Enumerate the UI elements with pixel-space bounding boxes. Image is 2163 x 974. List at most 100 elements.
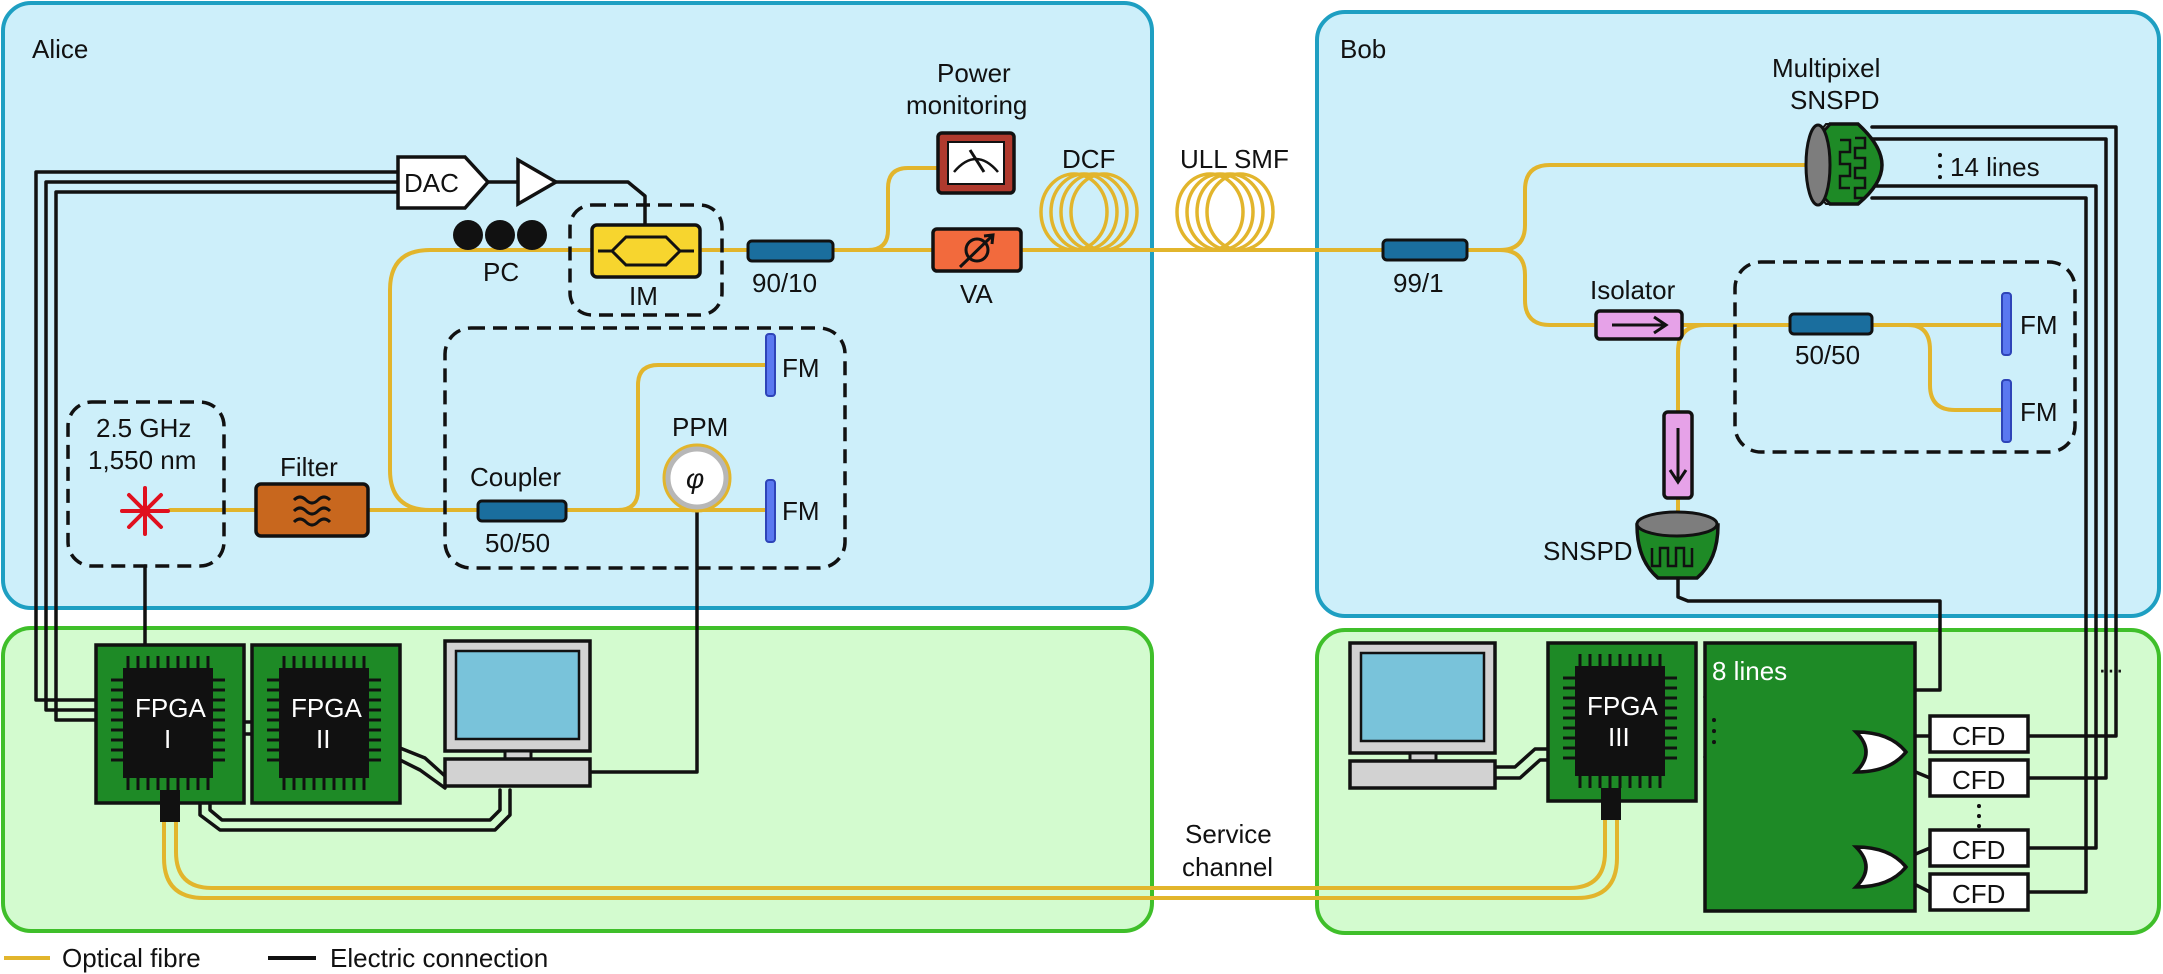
fpga-1-label-line1: FPGA	[135, 693, 206, 723]
dac-label: DAC	[404, 168, 459, 198]
fpga-2-label-line2: II	[316, 724, 330, 754]
fm-top-label: FM	[2020, 310, 2058, 340]
or-gate-icon	[1851, 730, 1909, 774]
multipixel-line	[1870, 196, 2088, 894]
arrow-right-icon	[1612, 315, 1669, 335]
fpga1-computer-line	[198, 788, 512, 832]
fpga-2: FPGA II	[250, 643, 402, 805]
ppm-label: PPM	[672, 412, 728, 442]
splitter-99-1-label: 99/1	[1393, 268, 1444, 298]
fm-bottom-label: FM	[2020, 397, 2058, 427]
ull-smf-label: ULL SMF	[1180, 144, 1289, 174]
va-label: VA	[960, 279, 993, 309]
fibre-991-isolator	[1465, 248, 1598, 327]
legend-optical-label: Optical fibre	[62, 943, 201, 973]
multipixel-snspd: Multipixel SNSPD	[1772, 53, 1884, 207]
dac-bus-line	[44, 180, 400, 712]
amplifier-triangle-icon	[516, 156, 560, 208]
fpga1-computer-line	[208, 788, 502, 822]
optical-filter: Filter	[254, 452, 370, 538]
splitter-50-50	[1788, 312, 1874, 336]
phase-modulator: PPM φ	[662, 412, 732, 513]
alice-optics-region	[1, 1, 1154, 610]
bob-interferometer-enclosure	[1733, 260, 2077, 454]
ppm-computer-line	[590, 507, 699, 774]
fpga-2-label-line1: FPGA	[291, 693, 362, 723]
or-gate-icon	[1851, 845, 1909, 889]
chip-icon	[1563, 654, 1677, 788]
multipixel-label-line1: Multipixel	[1772, 53, 1880, 83]
fibre-coil-icon	[1039, 172, 1139, 252]
laser-label-line1: 2.5 GHz	[96, 413, 191, 443]
coincidence-board: 8 lines	[1703, 641, 1917, 913]
splitter-99-1	[1381, 238, 1469, 262]
fpga-3: FPGA III	[1546, 641, 1698, 820]
pc-paddle-icon	[453, 220, 483, 250]
snspd-label: SNSPD	[1543, 536, 1633, 566]
laser-star-icon	[120, 486, 170, 536]
fpga2-computer-line	[398, 758, 447, 790]
splitter-90-10-label: 90/10	[752, 268, 817, 298]
fpga-3-label-line1: FPGA	[1587, 691, 1658, 721]
dac-block: DAC	[396, 155, 491, 210]
alice-label: Alice	[32, 34, 88, 64]
cfd-box	[1928, 828, 2030, 868]
fpga-3-label-line2: III	[1608, 722, 1630, 752]
cfd-label: CFD	[1952, 879, 2005, 909]
fpga2-computer-line	[398, 746, 447, 778]
multipixel-line	[1870, 184, 2098, 850]
pc-paddles: PC	[453, 220, 547, 287]
chip-icon	[111, 656, 225, 790]
fibre-monitor	[831, 166, 940, 252]
ull-smf-coil: ULL SMF	[1175, 144, 1289, 252]
filter-label: Filter	[280, 452, 338, 482]
fm-top-label: FM	[782, 353, 820, 383]
power-monitoring-label-line2: monitoring	[906, 90, 1027, 120]
laser-source: 2.5 GHz 1,550 nm	[88, 413, 196, 536]
amp-im-line	[554, 180, 647, 230]
cfd-label: CFD	[1952, 835, 2005, 865]
im-enclosure	[568, 203, 724, 317]
isolator: Isolator	[1590, 275, 1684, 341]
cfd-label: CFD	[1952, 765, 2005, 795]
variable-attenuator: VA	[931, 227, 1023, 309]
fibre-splitter-fm-bottom	[1870, 323, 2004, 412]
laser-enclosure	[66, 400, 226, 568]
fibre-service-channel	[174, 818, 1607, 890]
dcf-coil: DCF	[1039, 144, 1139, 252]
intensity-modulator: IM	[590, 223, 702, 311]
laser-label-line2: 1,550 nm	[88, 445, 196, 475]
coupler: Coupler 50/50	[470, 462, 568, 558]
arrow-down-icon	[1668, 428, 1688, 485]
mzi-icon	[598, 235, 694, 267]
pc-label: PC	[483, 257, 519, 287]
fibre-991-multipixel	[1465, 163, 1822, 252]
splitter-50-50-label: 50/50	[1795, 340, 1860, 370]
variable-arrow-icon	[958, 233, 995, 269]
fpga-1: FPGA I	[94, 643, 246, 822]
multipixel-line	[1870, 125, 2118, 738]
bob-label: Bob	[1340, 34, 1386, 64]
power-monitoring-label-line1: Power	[937, 58, 1011, 88]
faraday-mirror-top	[765, 333, 776, 397]
lines-8-label: 8 lines	[1712, 656, 1787, 686]
isolator-vertical	[1662, 410, 1694, 500]
legend-electric-label: Electric connection	[330, 943, 548, 973]
faraday-mirror-top	[2001, 292, 2012, 356]
fpga-1-label-line2: I	[164, 724, 171, 754]
dac-bus-line	[34, 170, 400, 702]
computer-icon	[443, 639, 592, 788]
splitter-90-10	[746, 239, 835, 263]
power-monitor: Power monitoring	[906, 58, 1027, 195]
faraday-mirror-bottom	[765, 479, 776, 543]
im-label: IM	[629, 281, 658, 311]
pc-paddle-icon	[485, 220, 515, 250]
sfp-port	[160, 790, 180, 822]
multipixel-label-line2: SNSPD	[1790, 85, 1880, 115]
pc-paddle-icon	[517, 220, 547, 250]
fpga3-computer-line	[1493, 747, 1556, 769]
service-channel-label-line1: Service	[1185, 819, 1272, 849]
cfd-label: CFD	[1952, 721, 2005, 751]
cfd-box	[1928, 872, 2030, 912]
